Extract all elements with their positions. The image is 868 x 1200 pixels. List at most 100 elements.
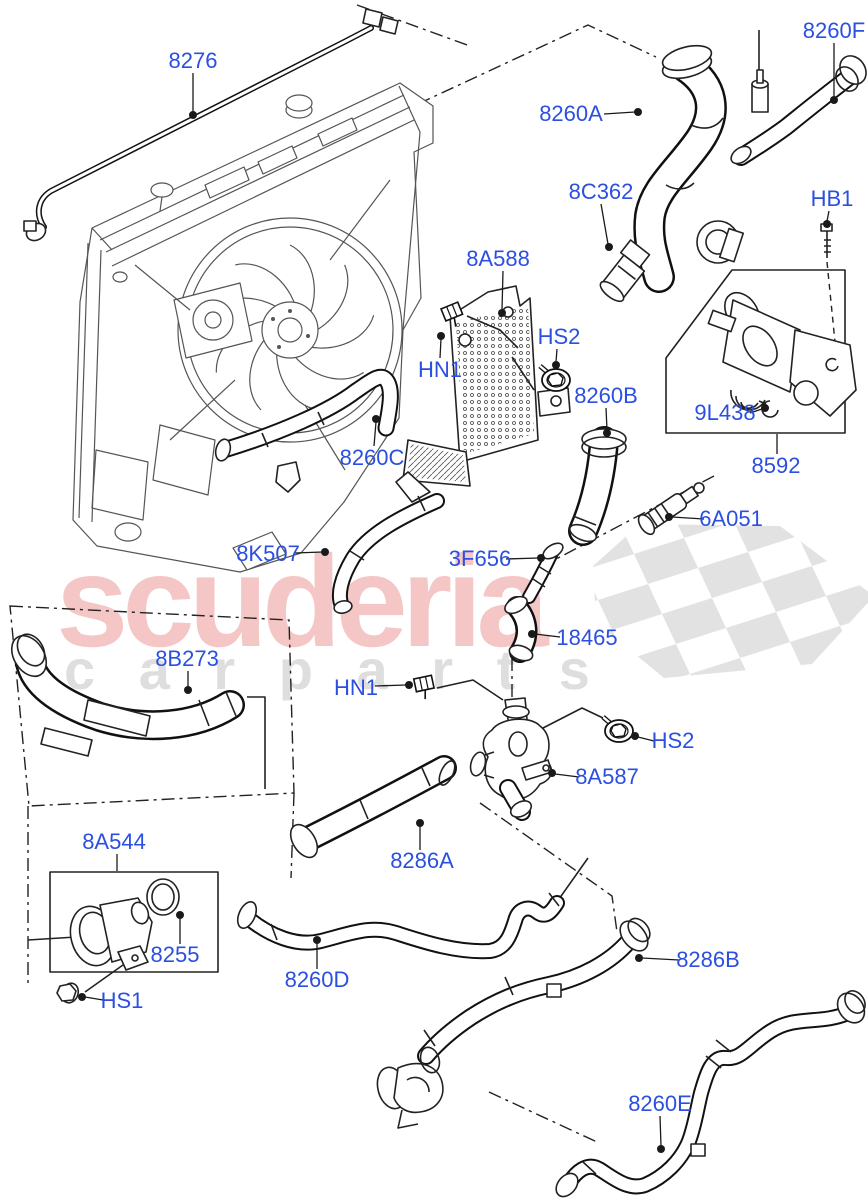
- part-callout-8A587: 8A587: [575, 764, 639, 789]
- part-callout-8A588: 8A588: [466, 246, 530, 271]
- bolt-HS2-lower: [603, 717, 633, 742]
- leader-dot-HS2-upper: [552, 361, 560, 369]
- leader-dot-8A587: [548, 769, 556, 777]
- aux-pump-8A544: [49, 871, 219, 973]
- part-callout-HN1-upper: HN1: [417, 357, 463, 382]
- leader-8260B: [605, 407, 608, 431]
- leader-8K507: [294, 551, 323, 554]
- hose-8286B: [376, 917, 651, 1129]
- leader-8260A: [603, 111, 636, 115]
- thermostat-assembly-8592: [665, 269, 857, 434]
- pipe-clip-icon: [362, 8, 383, 28]
- hose-8286A: [289, 759, 458, 859]
- leader-dot-HB1: [823, 220, 831, 228]
- part-callout-8260D: 8260D: [284, 967, 350, 992]
- leader-dot-8255: [176, 911, 184, 919]
- solid-box-8A544: [49, 871, 219, 973]
- part-callout-HN1-lower: HN1: [333, 675, 379, 700]
- part-callout-8592: 8592: [751, 453, 801, 478]
- part-callout-HB1: HB1: [810, 186, 854, 211]
- valve-6A051: [637, 482, 705, 536]
- part-callout-8276: 8276: [168, 48, 218, 73]
- leader-dot-6A051: [665, 513, 673, 521]
- leader-HS2-upper: [555, 348, 558, 363]
- part-callout-8260C: 8260C: [339, 445, 405, 470]
- bolt-HS2-upper: [540, 366, 570, 391]
- part-callout-8286A: 8286A: [390, 848, 454, 873]
- part-callout-9L438: 9L438: [694, 400, 756, 425]
- leader-6A051: [671, 516, 705, 520]
- leader-dot-8B273: [184, 686, 192, 694]
- leader-HN1-lower: [374, 684, 407, 687]
- leader-dot-8A588: [498, 309, 506, 317]
- leader-HN1-upper: [439, 338, 442, 359]
- leader-dot-9L438: [761, 404, 769, 412]
- seal-9L438: [758, 400, 779, 418]
- watermark-tagline-text: c a r p a r t s: [64, 638, 604, 701]
- hose-8260D: [236, 892, 559, 951]
- leader-8286B: [641, 957, 680, 961]
- leader-8260C: [373, 421, 377, 447]
- leader-3F656: [505, 557, 539, 560]
- water-outlet-fitting: [376, 1046, 444, 1129]
- hose-8260C: [214, 377, 390, 493]
- part-callout-8B273: 8B273: [155, 646, 219, 671]
- leader-HS2-lower: [637, 736, 655, 742]
- pipe-clip-icon: [379, 16, 399, 35]
- leader-dot-18465: [528, 630, 536, 638]
- part-callout-HS2-upper: HS2: [537, 324, 581, 349]
- hose-8260B: [567, 429, 627, 545]
- leader-8A588: [501, 270, 504, 311]
- leader-dot-HS2-lower: [631, 732, 639, 740]
- hose-8260F: [730, 30, 867, 167]
- o-ring-8255: [146, 878, 180, 916]
- bolt-HB1: [820, 223, 833, 258]
- part-callout-8260E: 8260E: [628, 1091, 692, 1116]
- part-callout-8C362: 8C362: [568, 179, 634, 204]
- part-callout-8260B: 8260B: [574, 383, 638, 408]
- water-pump-8A587: [469, 697, 553, 821]
- part-callout-3F656: 3F656: [448, 546, 512, 571]
- leader-dot-8260D: [313, 936, 321, 944]
- part-callout-8255: 8255: [150, 942, 200, 967]
- leader-18465: [534, 633, 561, 638]
- leader-8A587: [554, 773, 580, 778]
- bracket-8A588: [395, 285, 571, 503]
- hose-8K507: [333, 496, 437, 615]
- pipe-8276: [23, 8, 399, 242]
- leader-dot-8K507: [321, 548, 329, 556]
- callout-leader-lines: [78, 43, 838, 1153]
- checkered-flag: [593, 524, 868, 678]
- part-callout-8K507: 8K507: [236, 541, 300, 566]
- radiator-fan-assembly: [72, 82, 434, 573]
- sensor-8C362: [599, 239, 651, 303]
- leader-dot-8260B: [603, 429, 611, 437]
- hose-8B273: [10, 633, 236, 757]
- assembly-leader-lines: [27, 315, 604, 993]
- leader-dot-8C362: [605, 243, 613, 251]
- bolt-HS1: [56, 982, 93, 1004]
- leader-dot-HN1-lower: [405, 681, 413, 689]
- part-callout-8260A: 8260A: [539, 101, 603, 126]
- leader-8260E: [659, 1115, 662, 1147]
- bolt-axis-HB1: [826, 261, 838, 363]
- leader-HS1: [84, 996, 104, 1001]
- leader-dot-3F656: [537, 554, 545, 562]
- part-callout-18465: 18465: [556, 625, 618, 650]
- solid-box-8592: [665, 269, 846, 434]
- hose-8260A: [649, 44, 745, 277]
- part-callout-8A544: 8A544: [82, 829, 146, 854]
- leader-dot-8276: [189, 111, 197, 119]
- leader-dot-HS1: [78, 993, 86, 1001]
- hose-8260E: [555, 990, 866, 1198]
- leader-dot-8260C: [372, 415, 380, 423]
- part-callout-HS2-lower: HS2: [651, 728, 695, 753]
- leader-9L438: [749, 408, 763, 414]
- leader-dot-8286A: [416, 819, 424, 827]
- leader-dot-8260A: [634, 108, 642, 116]
- leader-8C362: [600, 203, 609, 245]
- leader-dot-8260E: [657, 1145, 665, 1153]
- part-callout-8286B: 8286B: [676, 947, 740, 972]
